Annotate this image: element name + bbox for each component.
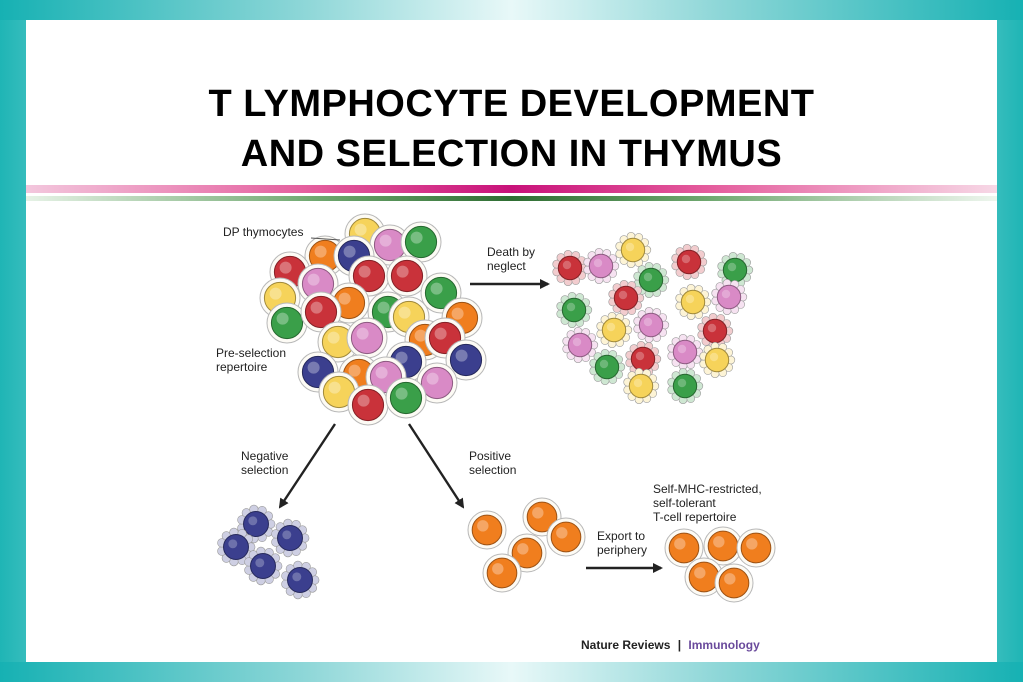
dp-cell (266, 302, 308, 344)
credit-journal: Nature Reviews (581, 638, 671, 652)
peripheral-t-cell (736, 528, 776, 568)
apoptotic-cell (615, 231, 652, 269)
negatively-selected-cells (217, 504, 320, 600)
apoptotic-cell (699, 341, 736, 379)
selfmhc-line-1: Self-MHC-restricted, (653, 482, 762, 496)
positively-selected-cells (467, 497, 586, 593)
deleted-cell (271, 518, 310, 558)
selected-cell (467, 510, 507, 550)
label-positive-selection: Positive selection (469, 449, 516, 477)
apoptotic-cell (596, 311, 633, 349)
apoptotic-cell (667, 333, 704, 371)
label-self-mhc-repertoire: Self-MHC-restricted, self-tolerant T-cel… (653, 482, 765, 524)
label-export-to-periphery: Export to periphery (597, 529, 648, 557)
arrow-positive-selection (407, 423, 465, 509)
apoptotic-cell (675, 283, 712, 321)
dp-thymocyte-cluster (259, 213, 487, 426)
label-negative-selection: Negative selection (241, 449, 292, 477)
dp-cell (386, 255, 428, 297)
death-line-2: neglect (487, 259, 526, 273)
preselection-line-2: repertoire (216, 360, 268, 374)
title-line-1: T LYMPHOCYTE DEVELOPMENT (208, 83, 815, 126)
dp-cell (347, 384, 389, 426)
dp-cell (400, 221, 442, 263)
apoptotic-cell (552, 249, 589, 287)
label-dp-thymocytes: DP thymocytes (223, 225, 303, 239)
dp-cell (300, 291, 342, 333)
selected-cell (507, 533, 547, 573)
deleted-cell (244, 546, 283, 586)
apoptotic-cell (583, 247, 620, 285)
apoptotic-cell (608, 279, 645, 317)
apoptotic-cell (667, 367, 704, 405)
selected-cell (482, 553, 522, 593)
apoptotic-cell (633, 306, 670, 344)
label-death-by-neglect: Death by neglect (487, 245, 538, 273)
preselection-line-1: Pre-selection (216, 346, 286, 360)
dp-cell (346, 317, 388, 359)
positive-line-1: Positive (469, 449, 511, 463)
dp-thymocytes-leader (310, 237, 341, 241)
peripheral-t-cell (684, 557, 724, 597)
dp-cell (416, 362, 458, 404)
dp-cell (445, 339, 487, 381)
label-pre-selection-repertoire: Pre-selection repertoire (216, 346, 289, 374)
positive-line-2: selection (469, 463, 516, 477)
apoptotic-cell (623, 367, 660, 405)
peripheral-t-cell (664, 528, 704, 568)
title-divider-green (26, 196, 997, 201)
deleted-cell (217, 527, 256, 567)
slide-top-border (0, 0, 1023, 20)
title-divider-pink (26, 185, 997, 193)
apoptotic-cell (711, 278, 748, 316)
dead-cells-group (552, 231, 754, 405)
slide-title: T LYMPHOCYTE DEVELOPMENT AND SELECTION I… (26, 79, 997, 179)
selected-cell (546, 517, 586, 557)
export-line-2: periphery (597, 543, 647, 557)
selfmhc-line-2: self-tolerant (653, 496, 716, 510)
apoptotic-cell (556, 291, 593, 329)
apoptotic-cell (697, 312, 734, 350)
apoptotic-cell (717, 251, 754, 289)
peripheral-t-cell (703, 526, 743, 566)
apoptotic-cell (589, 348, 626, 386)
title-line-2: AND SELECTION IN THYMUS (240, 133, 783, 176)
apoptotic-cell (633, 261, 670, 299)
credit-separator: | (678, 638, 681, 652)
death-line-1: Death by (487, 245, 535, 259)
negative-line-2: selection (241, 463, 288, 477)
negative-line-1: Negative (241, 449, 289, 463)
peripheral-t-cell (714, 563, 754, 603)
apoptotic-cell (671, 243, 708, 281)
apoptotic-cell (562, 326, 599, 364)
export-line-1: Export to (597, 529, 645, 543)
dp-cell (385, 377, 427, 419)
deleted-cell (281, 560, 320, 600)
credit-line: Nature Reviews | Immunology (581, 638, 760, 652)
selfmhc-line-3: T-cell repertoire (653, 510, 737, 524)
arrow-negative-selection (278, 423, 337, 509)
credit-field: Immunology (688, 638, 760, 652)
peripheral-repertoire-cells (664, 526, 776, 603)
slide-bottom-border (0, 662, 1023, 682)
